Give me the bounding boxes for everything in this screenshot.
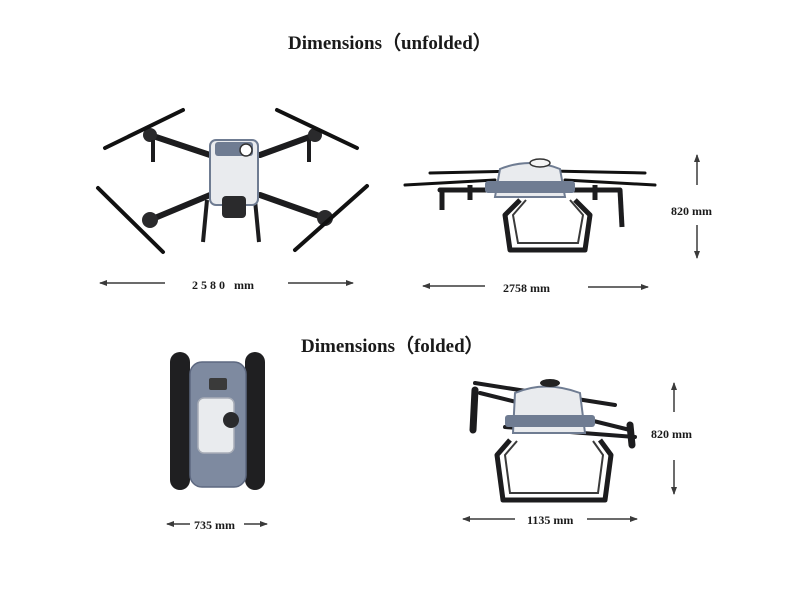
dim-label-folded-height: 820 mm	[651, 427, 692, 441]
dim-label-unfolded-height: 820 mm	[671, 204, 712, 218]
drone-folded-side-view	[469, 379, 637, 503]
drone-unfolded-top-view	[96, 108, 369, 254]
title-folded: Dimensions（folded）	[301, 336, 484, 357]
title-unfolded: Dimensions（unfolded）	[288, 33, 492, 54]
dim-label-unfolded-width: 2 5 8 0 mm	[192, 278, 254, 292]
dim-label-folded-depth: 1135 mm	[527, 513, 574, 527]
drone-unfolded-side-view	[403, 158, 657, 253]
dim-label-folded-width: 735 mm	[194, 518, 235, 532]
dim-label-unfolded-depth: 2758 mm	[503, 281, 550, 295]
drone-folded-top-view	[170, 352, 265, 490]
